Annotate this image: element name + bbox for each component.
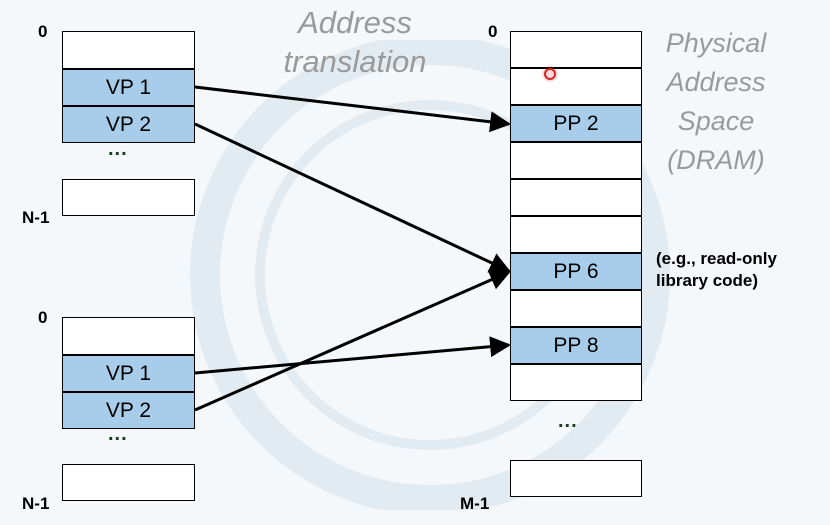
arrow-vspace1-vp1-to-pp2	[194, 85, 512, 133]
vspace1-page-vp1: VP 1	[62, 69, 195, 106]
physical-top-label: 0	[488, 22, 498, 41]
shared-page-note: (e.g., read-only library code)	[656, 249, 777, 291]
physical-page-pp6: PP 6	[510, 253, 642, 290]
physical-page-last	[510, 460, 642, 497]
physical-ellipsis: ...	[558, 410, 578, 432]
vspace1-page-last	[62, 179, 195, 216]
physical-page-5	[510, 216, 642, 253]
pointer-dot-glow	[542, 66, 558, 82]
address-translation-title: Address translation	[283, 5, 427, 79]
physical-space-title: Physical Address Space (DRAM)	[665, 28, 767, 176]
arrow-vspace2-vp2-to-pp6	[194, 269, 511, 412]
vspace2-top-label: 0	[38, 308, 48, 327]
vspace2-bottom-label: N-1	[22, 494, 50, 513]
vspace2-page-last	[62, 464, 195, 501]
vspace1-bottom-label: N-1	[22, 208, 50, 227]
vspace1-page-vp2: VP 2	[62, 106, 195, 143]
arrow-vspace2-vp1-to-pp8	[194, 336, 512, 375]
vspace2-page-0	[62, 317, 195, 355]
pointer-dot	[544, 68, 556, 80]
physical-page-3	[510, 142, 642, 179]
vspace2-page-vp2: VP 2	[62, 392, 195, 429]
physical-page-4	[510, 179, 642, 216]
physical-bottom-label: M-1	[460, 494, 490, 513]
physical-page-0	[510, 31, 642, 68]
physical-page-1	[510, 68, 642, 105]
arrow-vspace1-vp2-to-pp6	[194, 122, 511, 273]
vspace1-page-0	[62, 31, 195, 69]
vspace2-ellipsis: ...	[108, 423, 128, 445]
physical-page-pp8: PP 8	[510, 327, 642, 364]
vspace1-top-label: 0	[38, 22, 48, 41]
physical-page-pp2: PP 2	[510, 105, 642, 142]
vspace1-ellipsis: ...	[108, 138, 128, 160]
physical-page-9	[510, 364, 642, 401]
vspace2-page-vp1: VP 1	[62, 355, 195, 392]
physical-page-7	[510, 290, 642, 327]
